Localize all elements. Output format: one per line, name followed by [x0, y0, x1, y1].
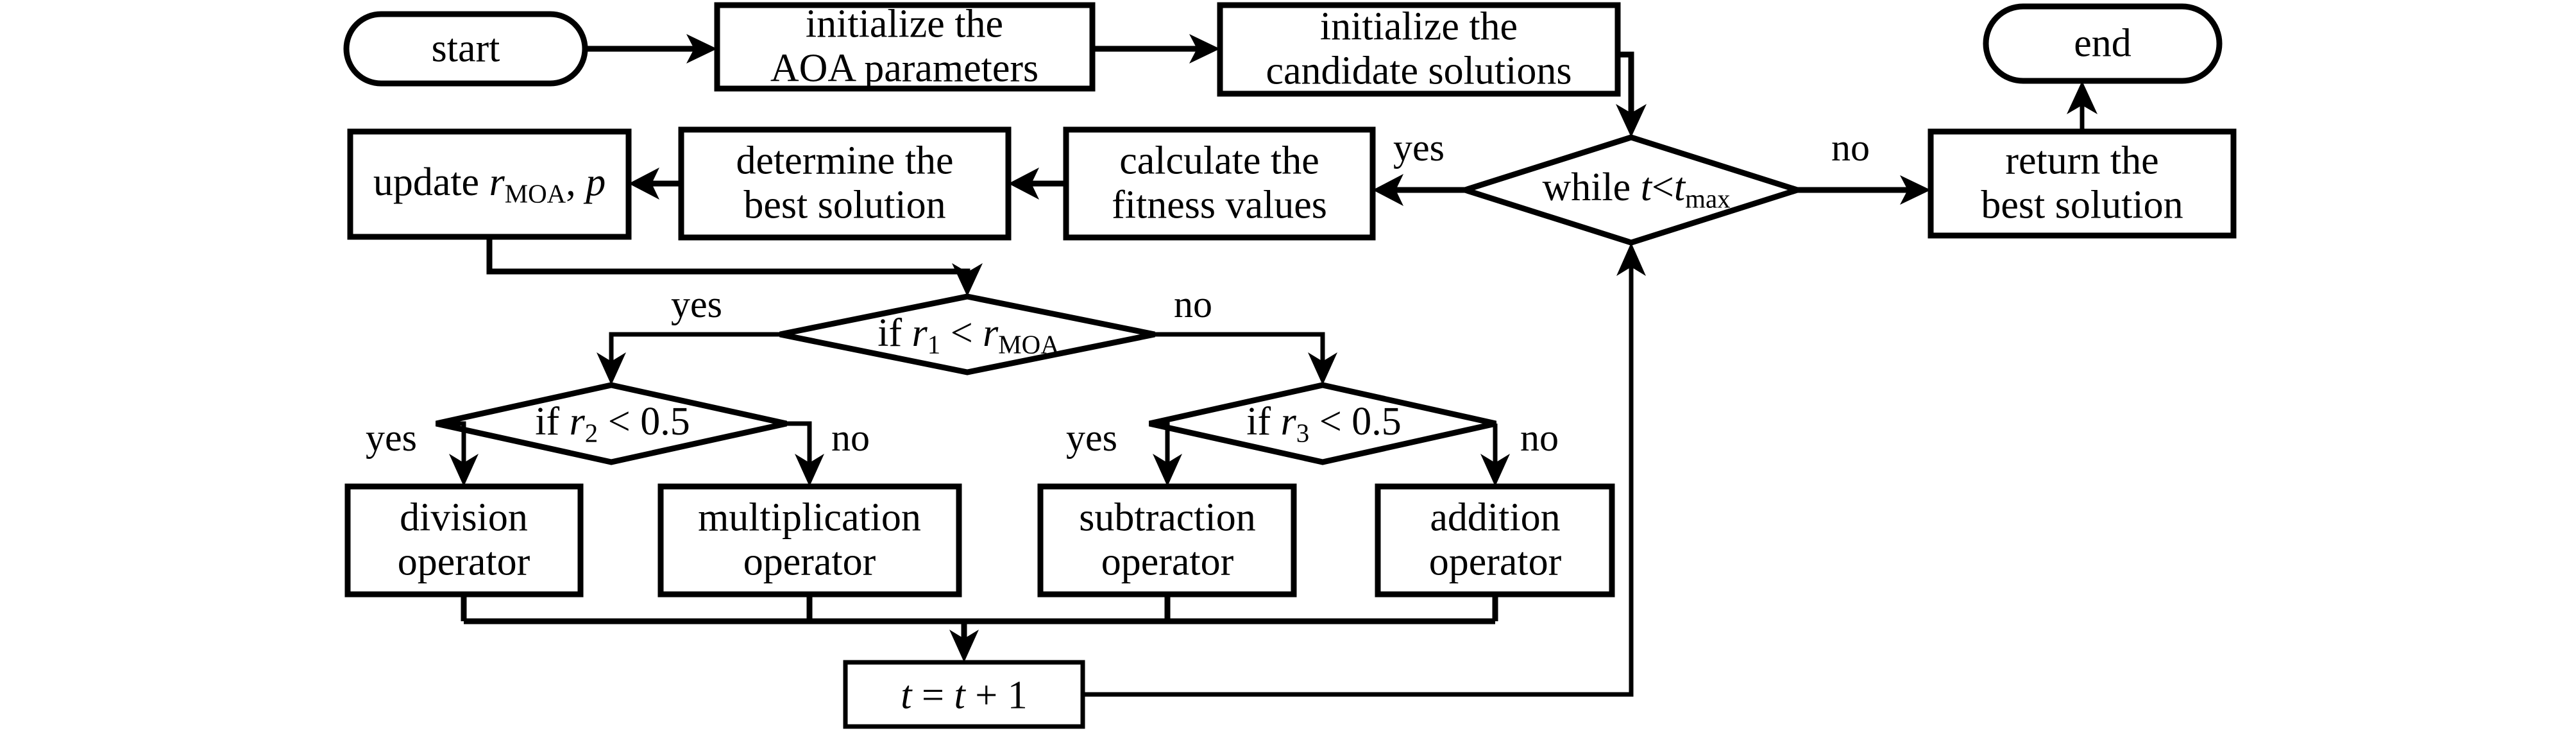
arrowhead-bus-to-increment: [949, 630, 979, 662]
label-division-operator: division operator: [397, 495, 530, 584]
label-if-r1: if r1 < rMOA: [877, 311, 1060, 359]
arrowhead-init-aoa-to-init-candidate: [1189, 34, 1220, 64]
edge-label-r2-yes: yes: [366, 417, 417, 459]
label-if-r2: if r2 < 0.5: [535, 400, 690, 448]
label-return-best: return the best solution: [1981, 139, 2183, 227]
label-determine-best: determine the best solution: [736, 139, 954, 227]
arrowhead-if-r3-no: [1480, 454, 1510, 486]
edge-if-r1-yes: [609, 332, 780, 365]
arrowhead-if-r2-yes: [449, 454, 479, 486]
edge-increment-to-while: [1083, 263, 1634, 697]
arrowhead-determine-to-update: [629, 168, 659, 200]
arrowhead-start-to-init-aoa: [686, 34, 717, 64]
shape-update-params: [347, 128, 632, 240]
arrowhead-while-yes-to-calc: [1373, 174, 1403, 206]
arrowhead-if-r1-no: [1308, 352, 1337, 385]
edge-operators-bus: [461, 594, 1498, 642]
label-init-aoa: initialize the AOA parameters: [770, 2, 1039, 90]
label-increment: t = t + 1: [901, 673, 1028, 718]
edge-if-r2-yes: [436, 421, 466, 466]
arrowhead-return-best-to-end: [2067, 81, 2097, 114]
shape-init-aoa: [714, 2, 1096, 92]
arrowhead-while-no-to-return-best: [1900, 175, 1931, 205]
edge-if-r2-no: [786, 421, 812, 466]
shape-if-r1-diamond: [779, 293, 1155, 375]
edge-label-r2-no: no: [831, 417, 870, 459]
shape-determine-best: [678, 126, 1012, 241]
arrowhead-if-r2-no: [795, 454, 824, 486]
edge-label-r1-no: no: [1174, 283, 1212, 325]
arrowhead-if-r1-yes: [597, 352, 626, 385]
label-addition-operator: addition operator: [1428, 495, 1562, 584]
edge-if-r3-yes: [1149, 421, 1170, 466]
shape-if-r2-diamond: [436, 382, 787, 465]
label-multiplication-operator: multiplication operator: [698, 495, 921, 584]
label-if-r3: if r3 < 0.5: [1246, 400, 1402, 448]
edge-if-r3-no: [1493, 421, 1498, 466]
shape-multiplication-operator: [657, 483, 962, 598]
edge-label-r3-no: no: [1520, 417, 1559, 459]
arrowhead-calc-to-determine: [1008, 168, 1039, 200]
edge-label-r1-yes: yes: [671, 283, 722, 325]
edge-label-while-no: no: [1831, 126, 1870, 169]
shape-end: [1983, 3, 2223, 84]
shape-init-candidate: [1217, 2, 1621, 97]
label-start: start: [431, 26, 500, 71]
arrowhead-increment-to-while: [1616, 243, 1646, 276]
edge-init-candidate-to-while: [1618, 51, 1634, 116]
label-while: while t<tmax: [1542, 166, 1731, 214]
arrowhead-init-candidate-to-while: [1616, 104, 1647, 137]
label-subtraction-operator: subtraction operator: [1079, 495, 1256, 584]
arrowhead-if-r3-yes: [1153, 454, 1182, 486]
label-calc-fitness: calculate the fitness values: [1112, 139, 1327, 227]
label-end: end: [2074, 21, 2131, 65]
edge-if-r1-no: [1155, 332, 1325, 365]
edge-update-to-if-r1: [486, 237, 970, 276]
label-update-params: update rMOA, p: [373, 160, 606, 209]
edge-label-while-yes: yes: [1393, 126, 1445, 169]
edge-label-r3-yes: yes: [1066, 417, 1117, 459]
label-init-candidate: initialize the candidate solutions: [1266, 4, 1572, 93]
arrowhead-update-to-if-r1: [952, 263, 983, 297]
shape-if-r3-diamond: [1149, 382, 1496, 465]
